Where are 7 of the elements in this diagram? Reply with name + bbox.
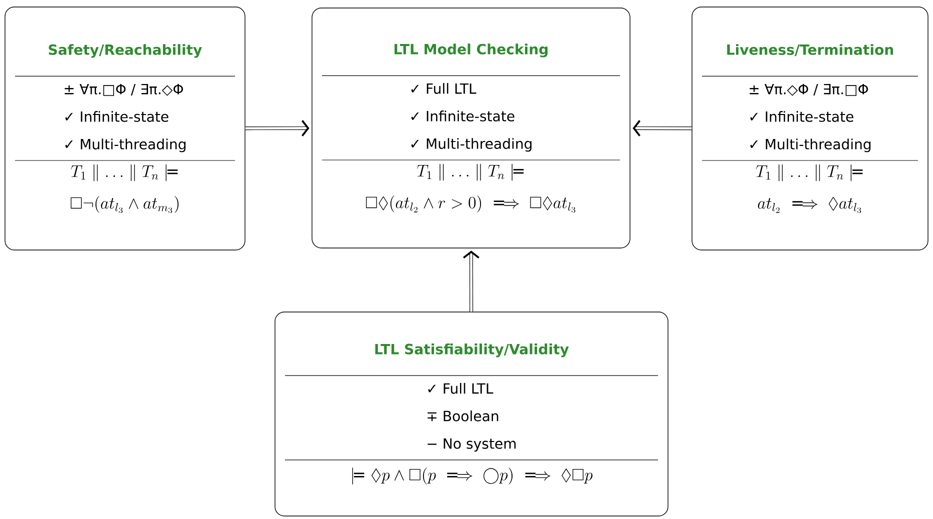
process-box: LTL Model Checking ✓ Full LTL ✓ Infinite-state ✓ Multi-threading $T_1 \parallel \ldots \parallel T_n \models \Box\Diamond(at_{l_2} \wedge r > 0) \implies \Box\Diamond at_{l_3}$	[312, 8, 630, 248]
double-arrow	[463, 250, 480, 312]
process-box: LTL Satisfiability/Validity ✓ Full LTL ∓ Boolean − No system $\models \Diamond p \wedge \Box(p \implies \bigcirc p) \implies \Diamond\Box p$	[274, 312, 668, 516]
process-box: Liveness/Termination ± ∀π.◇Φ / ∃π.□Φ ✓ Infinite-state ✓ Multi-threading $T_1 \parallel \ldots \parallel T_n \models at_{l_2} \implies \Diamond at_{l_3}$	[692, 6, 928, 250]
double-arrow	[632, 120, 692, 136]
double-arrow	[245, 120, 310, 136]
process-box: Safety/Reachability ± ∀π.□Φ / ∃π.◇Φ ✓ Infinite-state ✓ Multi-threading $T_1 \parallel \ldots \parallel T_n \models \Box\neg(at_{l_3} \wedge at_{m_3})$	[4, 6, 246, 250]
